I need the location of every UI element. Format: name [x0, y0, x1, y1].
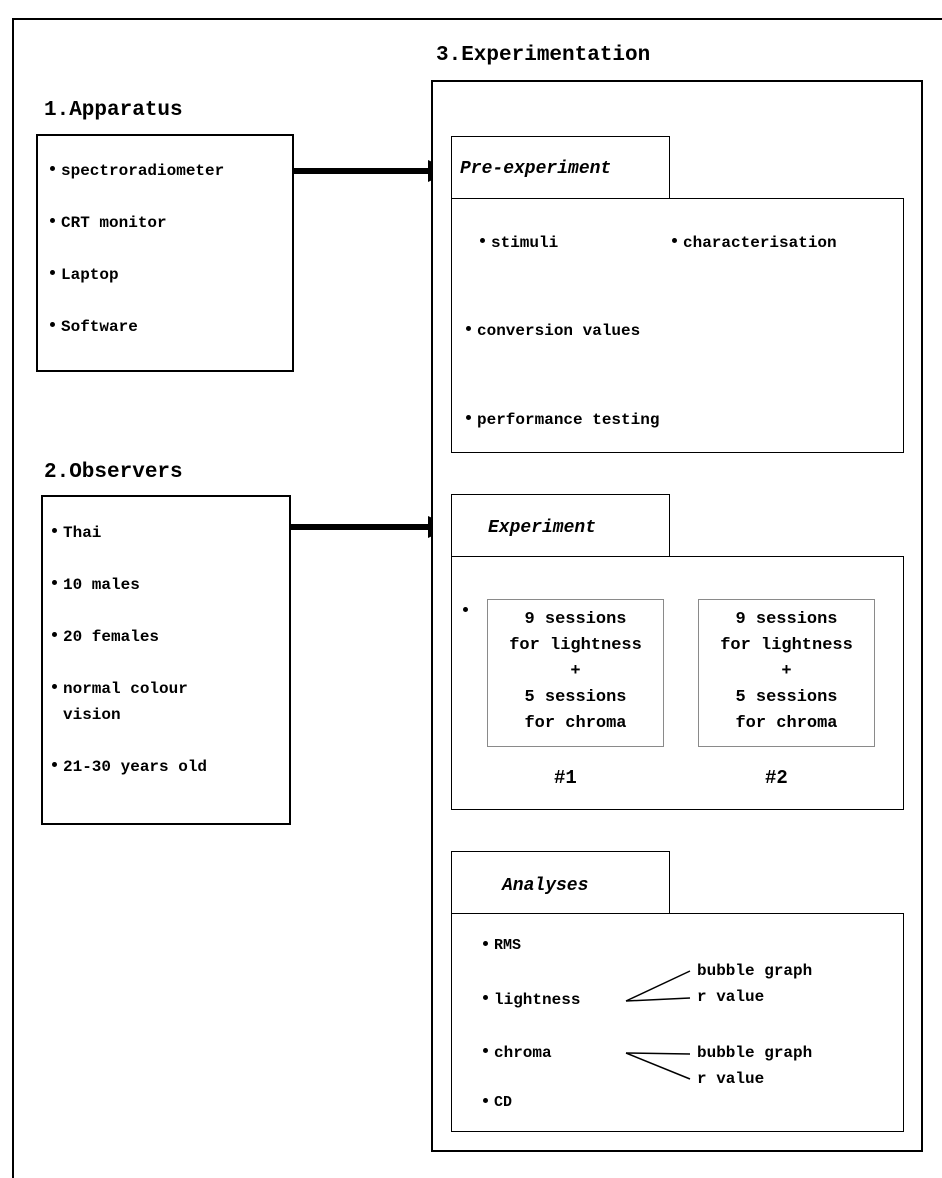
observers-item-females: 20 females	[52, 628, 159, 646]
page-border-top	[12, 18, 942, 20]
session-1-line-3: +	[570, 662, 581, 681]
observers-item-thai: Thai	[52, 524, 101, 542]
session-2-line-5: for chroma	[735, 714, 838, 733]
bullet-icon	[466, 415, 471, 421]
bullet-icon	[50, 322, 55, 328]
bullet-icon	[483, 995, 488, 1001]
apparatus-item-laptop: Laptop	[50, 266, 119, 284]
session-1-line-5: for chroma	[524, 714, 627, 733]
lightness-branch-lower-line	[625, 997, 691, 1002]
bullet-icon	[483, 940, 488, 946]
analyses-label: Analyses	[502, 876, 589, 896]
chroma-branch-bubble: bubble graph	[697, 1044, 813, 1062]
bullet-icon	[52, 632, 57, 638]
pre-experiment-panel	[451, 198, 904, 453]
bullet-icon	[52, 580, 57, 586]
observers-title: 2.Observers	[44, 461, 183, 484]
session-2-line-1: 9 sessions	[735, 610, 838, 629]
observers-box	[41, 495, 291, 825]
observers-item-vision: vision	[63, 706, 121, 724]
session-1-line-4: 5 sessions	[524, 688, 627, 707]
analyses-item-rms: RMS	[483, 937, 521, 954]
bullet-icon	[672, 238, 677, 244]
apparatus-item-software: Software	[50, 318, 138, 336]
apparatus-box	[36, 134, 294, 372]
chroma-branch-upper-line	[625, 1052, 691, 1055]
session-text-1: 9 sessions for lightness + 5 sessions fo…	[487, 607, 664, 737]
bullet-icon	[50, 270, 55, 276]
experimentation-title: 3.Experimentation	[436, 44, 651, 67]
lightness-branch-r: r value	[697, 988, 765, 1006]
page-border-left	[12, 18, 14, 1178]
observers-item-age: 21-30 years old	[52, 758, 207, 776]
apparatus-item-crt-monitor: CRT monitor	[50, 214, 167, 232]
session-1-line-1: 9 sessions	[524, 610, 627, 629]
session-box-2	[698, 599, 875, 747]
pre-experiment-label: Pre-experiment	[460, 159, 612, 179]
session-box-1	[487, 599, 664, 747]
analyses-tab	[451, 851, 670, 915]
analyses-item-chroma: chroma	[483, 1044, 552, 1062]
session-2-line-2: for lightness	[720, 636, 853, 655]
pre-item-performance: performance testing	[466, 411, 659, 429]
bullet-icon	[50, 218, 55, 224]
analyses-panel	[451, 913, 904, 1132]
apparatus-title: 1.Apparatus	[44, 99, 183, 122]
lightness-branch-upper-line	[625, 970, 691, 1002]
chroma-branch-r: r value	[697, 1070, 765, 1088]
chroma-branch-lower-line	[625, 1052, 691, 1080]
bullet-icon	[52, 762, 57, 768]
bullet-icon	[480, 238, 485, 244]
session-text-2: 9 sessions for lightness + 5 sessions fo…	[698, 607, 875, 737]
apparatus-item-spectroradiometer: spectroradiometer	[50, 162, 224, 180]
observers-item-males: 10 males	[52, 576, 140, 594]
bullet-icon	[466, 326, 471, 332]
bullet-icon	[52, 528, 57, 534]
experiment-label: Experiment	[488, 518, 597, 538]
session-2-line-4: 5 sessions	[735, 688, 838, 707]
experiment-bullet-icon	[463, 607, 468, 612]
pre-item-stimuli: stimuli	[480, 234, 558, 252]
bullet-icon	[52, 684, 57, 690]
pre-item-characterisation: characterisation	[672, 234, 837, 252]
analyses-item-cd: CD	[483, 1094, 512, 1111]
session-label-2: #2	[765, 767, 788, 789]
observers-item-normal-colour: normal colour	[52, 680, 188, 698]
session-1-line-2: for lightness	[509, 636, 642, 655]
lightness-branch-bubble: bubble graph	[697, 962, 813, 980]
pre-item-conversion: conversion values	[466, 322, 640, 340]
analyses-item-lightness-text: lightness	[483, 991, 580, 1009]
bullet-icon	[483, 1048, 488, 1054]
session-2-line-3: +	[781, 662, 792, 681]
bullet-icon	[50, 166, 55, 172]
session-label-1: #1	[554, 767, 577, 789]
bullet-icon	[483, 1097, 488, 1103]
